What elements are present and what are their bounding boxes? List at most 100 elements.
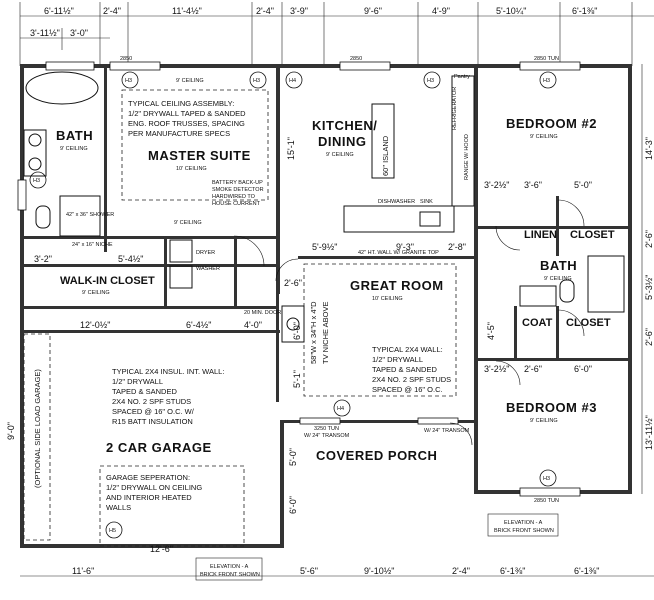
dim-bottom-6: 6'-1⅜": [500, 566, 525, 576]
dim-int-16: 6'-0": [292, 322, 302, 340]
bath2-tub: [587, 255, 625, 313]
tv-niche-note: 58"W x 34"H x 4"D: [309, 301, 318, 364]
room-kitchen-1: KITCHEN/: [312, 118, 377, 133]
range-label: RANGE W/ HOOD: [464, 134, 470, 180]
ceiling-kitchen: 9' CEILING: [326, 152, 354, 158]
dim-right-4: 2'-6": [644, 328, 654, 346]
battery-note-1: BATTERY BACK-UP: [212, 180, 263, 186]
windows: [17, 61, 581, 497]
dim-int-10: 3'-6": [524, 180, 542, 190]
dim-int-6: 5'-9½": [312, 242, 337, 252]
height-h5: H5: [109, 528, 116, 534]
garage-sep-note-1: GARAGE SEPERATION:: [106, 473, 190, 482]
dim-int-18: 2'-6": [284, 278, 302, 288]
battery-note-3: HARDWIRED TO: [212, 194, 256, 200]
dim-right-2: 2'-6": [644, 230, 654, 248]
dim-int-14: 6'-0": [574, 364, 592, 374]
fireplace: [281, 305, 305, 343]
dim-int-15: 5'-0": [288, 448, 298, 466]
ceiling-walkin: 9' CEILING: [82, 290, 110, 296]
window-tag-2: 2850: [350, 56, 362, 62]
dim-top-9: 6'-1⅜": [572, 6, 597, 16]
vanity: [23, 129, 47, 177]
kitchen-counter: [343, 205, 455, 233]
int-wall-note-3: TAPED & SANDED: [112, 387, 177, 396]
room-bedroom2: BEDROOM #2: [506, 116, 597, 131]
ceiling-master: 10' CEILING: [176, 166, 207, 172]
ceiling-note-2: 1/2" DRYWALL TAPED & SANDED: [128, 109, 246, 118]
height-h4-2: H4: [337, 406, 344, 412]
ceiling-master-2: 9' CEILING: [174, 220, 202, 226]
height-h3-4: H3: [543, 78, 550, 84]
master-ceiling-outline: [121, 89, 269, 201]
room-kitchen-2: DINING: [318, 134, 367, 149]
room-porch: COVERED PORCH: [316, 448, 437, 463]
dim-top-4: 2'-4": [256, 6, 274, 16]
height-h4-1: H4: [289, 78, 296, 84]
garage-sep-note-4: WALLS: [106, 503, 131, 512]
elevation-tag-2: ELEVATION - A BRICK FRONT SHOWN: [487, 513, 559, 537]
room-bath: BATH: [56, 128, 93, 143]
dryer: [169, 265, 193, 289]
room-garage: 2 CAR GARAGE: [106, 440, 212, 455]
room-bedroom3: BEDROOM #3: [506, 400, 597, 415]
room-coat: COAT: [522, 317, 553, 329]
dim-int-9: 3'-2½": [484, 180, 509, 190]
room-great: GREAT ROOM: [350, 278, 444, 293]
wall2-note-4: 2X4 NO. 2 SPF STUDS: [372, 375, 451, 384]
dim-int-22: 9'-0": [6, 422, 16, 440]
room-walkin: WALK-IN CLOSET: [60, 275, 155, 287]
kitchen-island: [371, 103, 395, 179]
dim-bottom-5: 2'-4": [452, 566, 470, 576]
top-dimension-lines: [19, 2, 654, 66]
dim-int-12: 3'-2½": [484, 364, 509, 374]
elevation-tag-1-line-1: ELEVATION - A: [210, 564, 249, 570]
island-label: 60" ISLAND: [381, 135, 390, 176]
bath2-toilet: [559, 279, 575, 303]
window-tag-4: 2850 TUN: [534, 498, 559, 504]
window-tag-3: 2850 TUN: [534, 56, 559, 62]
dim-bottom-4: 9'-10½": [364, 566, 394, 576]
door-swings: [233, 199, 585, 446]
bath2-vanity: [519, 285, 557, 307]
elevation-tag-1: ELEVATION - A BRICK FRONT SHOWN: [195, 557, 263, 581]
height-h3-5: H3: [33, 178, 40, 184]
granite-label: 42" HT. WALL W/ GRANITE TOP: [358, 250, 439, 256]
wall2-note-3: TAPED & SANDED: [372, 365, 437, 374]
ceiling-note-1: TYPICAL CEILING ASSEMBLY:: [128, 99, 234, 108]
dim-top2-1: 3'-11½": [30, 28, 60, 38]
ceiling-master-3: 9' CEILING: [176, 78, 204, 84]
height-markers: [29, 71, 557, 539]
ceiling-bath: 9' CEILING: [60, 146, 88, 152]
toilet: [35, 205, 51, 229]
dim-bottom-7: 6'-1⅜": [574, 566, 599, 576]
dim-bottom-3: 5'-6": [300, 566, 318, 576]
ceiling-note-3: ENG. ROOF TRUSSES, SPACING: [128, 119, 245, 128]
dim-int-7: 9'-3": [396, 242, 414, 252]
dim-int-2: 5'-4½": [118, 254, 143, 264]
garage-separation-outline: [99, 465, 245, 547]
side-load-note: (OPTIONAL SIDE LOAD GARAGE): [33, 369, 42, 488]
dim-int-11: 5'-0": [574, 180, 592, 190]
sink-label: SINK: [420, 199, 433, 205]
dim-int-21: 15'-1": [286, 137, 296, 160]
room-linen: LINEN: [524, 229, 557, 241]
side-load-outline: [23, 333, 51, 541]
dim-bottom-2: 12'-6": [150, 544, 173, 554]
dim-top-6: 9'-6": [364, 6, 382, 16]
great-room-ceiling-outline: [303, 263, 457, 397]
kitchen-sink: [419, 211, 441, 227]
room-closet2: CLOSET: [566, 317, 611, 329]
dishwasher-label: DISHWASHER: [378, 199, 415, 205]
dim-top-5: 3'-9": [290, 6, 308, 16]
battery-note-4: HOUSE CURRENT: [212, 201, 261, 207]
dim-top-1: 6'-11½": [44, 6, 74, 16]
dim-int-5: 4'-0": [244, 320, 262, 330]
height-h3-3: H3: [427, 78, 434, 84]
elevation-tag-2-line-1: ELEVATION - A: [504, 520, 543, 526]
ceiling-note-4: PER MANUFACTURE SPECS: [128, 129, 230, 138]
interior-walls: [24, 64, 628, 422]
dim-top2-2: 3'-0": [70, 28, 88, 38]
niche-label: 24" x 16" NICHE: [72, 242, 113, 248]
